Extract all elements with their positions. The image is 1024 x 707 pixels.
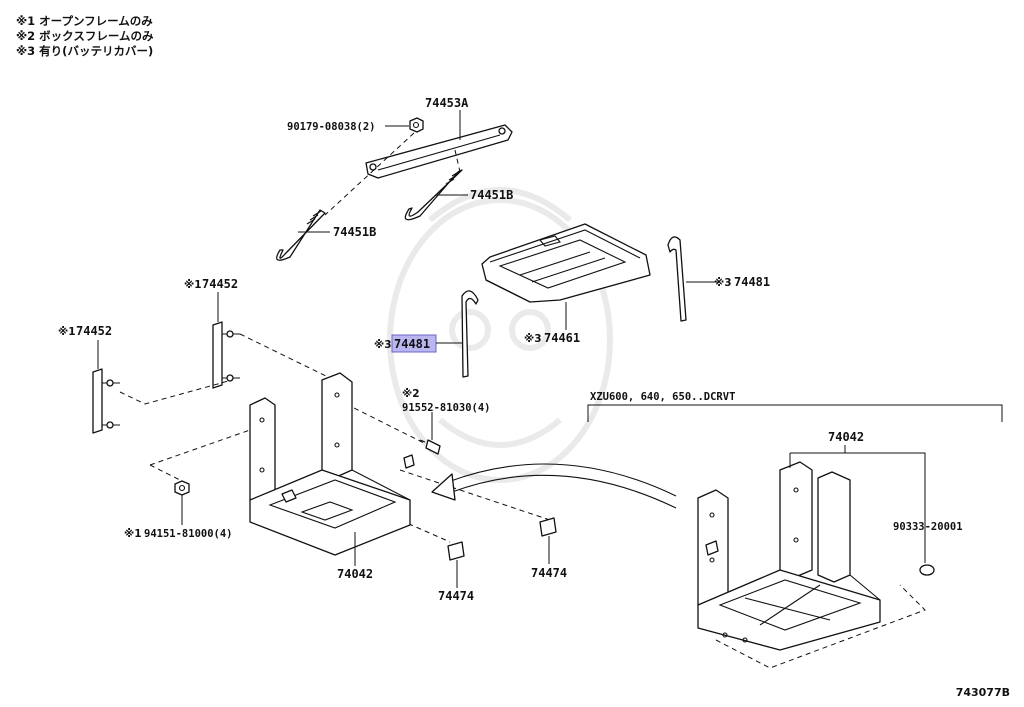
label-74474-b: 74474 [531, 566, 567, 580]
label-74452-upper-mark: ※1 [184, 279, 202, 291]
label-74461: 74461 [544, 331, 580, 345]
label-74042-right: 74042 [828, 430, 864, 444]
label-74481-left-mark: ※3 [374, 339, 392, 351]
label-74481-left: 74481 [394, 337, 430, 351]
note-1: ※1 オープンフレームのみ [16, 14, 153, 28]
label-74452-lower: 74452 [76, 324, 112, 338]
j-bolt-right [404, 169, 463, 221]
label-74453A: 74453A [425, 96, 469, 110]
battery-cover [481, 223, 651, 303]
battery-frame-left [249, 372, 415, 556]
label-74481-right-mark: ※3 [714, 277, 732, 289]
label-74451B-left: 74451B [333, 225, 376, 239]
label-90179: 90179-08038(2) [287, 121, 376, 133]
strap-left [461, 290, 479, 378]
diagram-id: 743077B [955, 686, 1010, 699]
bracket-74452-upper [212, 321, 240, 389]
note-2: ※2 ボックスフレームのみ [16, 29, 154, 43]
battery-frame-right [697, 461, 881, 651]
j-bolt-left [276, 209, 326, 261]
label-90333: 90333-20001 [893, 521, 963, 533]
label-74452-upper: 74452 [202, 277, 238, 291]
nut-90179 [409, 117, 424, 133]
notes-legend: ※1 オープンフレームのみ ※2 ボックスフレームのみ ※3 有り(バッテリカバ… [16, 14, 154, 59]
label-74451B-top: 74451B [470, 188, 513, 202]
bracket-74452-lower [92, 368, 120, 434]
label-94151: 94151-81000(4) [144, 528, 233, 540]
label-variant: XZU600, 640, 650..DCRVT [590, 391, 735, 403]
label-74452-lower-mark: ※1 [58, 326, 76, 338]
label-74481-right: 74481 [734, 275, 770, 289]
label-74474-a: 74474 [438, 589, 474, 603]
label-74461-mark: ※3 [524, 333, 542, 345]
pad-74474-a [447, 541, 465, 561]
variant-bracket [587, 404, 1003, 422]
reference-arrow [431, 463, 677, 509]
watermark-emblem [387, 187, 613, 483]
label-91552-mark: ※2 [402, 388, 420, 400]
hold-down-bar [365, 124, 513, 179]
label-74042-left: 74042 [337, 567, 373, 581]
label-94151-mark: ※1 [124, 528, 142, 540]
grommet-90333 [919, 564, 935, 576]
label-91552: 91552-81030(4) [402, 402, 491, 414]
note-3: ※3 有り(バッテリカバー) [16, 44, 154, 58]
strap-right [667, 236, 687, 322]
bolt-91552 [419, 439, 441, 455]
pad-74474-b [539, 517, 557, 537]
nut-94151 [174, 480, 190, 496]
